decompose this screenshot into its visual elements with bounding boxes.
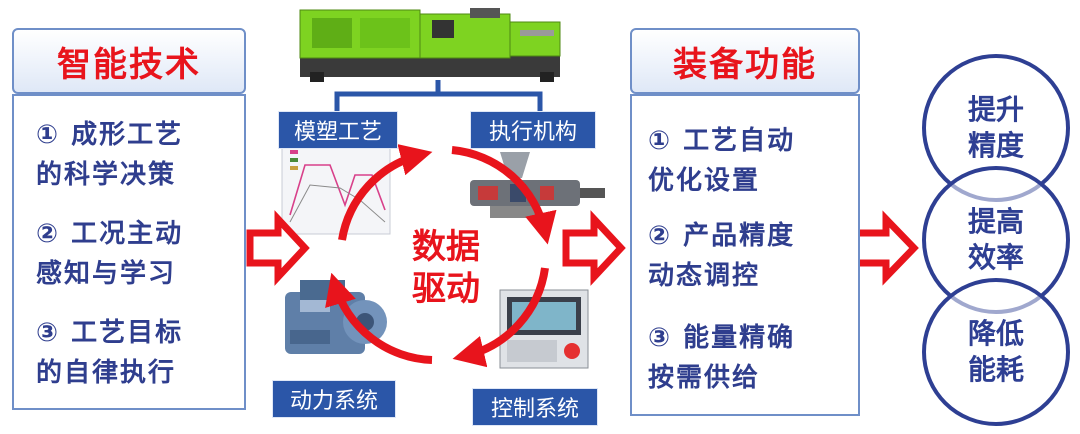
right-item-1-line2: 优化设置 bbox=[648, 166, 761, 196]
label-molding-process: 模塑工艺 bbox=[278, 111, 398, 149]
label-control-system: 控制系统 bbox=[472, 388, 598, 426]
flow-arrows bbox=[246, 210, 919, 286]
left-item-3-line2: 的自律执行 bbox=[36, 358, 177, 388]
outcome-1-line1: 提升 bbox=[967, 93, 1024, 126]
outcome-1-line2: 精度 bbox=[967, 129, 1024, 162]
cycle-arrow-top-right bbox=[451, 146, 557, 245]
left-panel bbox=[12, 94, 246, 410]
cycle-arrow-bottom-right bbox=[452, 267, 549, 368]
left-item-2-line2: 感知与学习 bbox=[36, 259, 177, 289]
core-line2: 驱动 bbox=[412, 269, 480, 309]
outcome-3-line1: 降低 bbox=[967, 317, 1024, 350]
left-item-1-line1: ① 成形工艺 bbox=[36, 120, 184, 150]
left-item-3-line1: ③ 工艺目标 bbox=[36, 318, 184, 348]
flow-arrow-1 bbox=[246, 210, 310, 286]
process-curve-chart bbox=[281, 141, 391, 235]
left-item-2-line1: ② 工况主动 bbox=[36, 219, 184, 249]
right-panel-title: 装备功能 bbox=[630, 28, 860, 94]
data-driven-core: 数据 驱动 bbox=[396, 226, 496, 310]
outcome-improve-efficiency: 提高效率 bbox=[922, 166, 1070, 314]
cycle-arrow-bottom-left bbox=[325, 272, 433, 364]
right-item-3-line1: ③ 能量精确 bbox=[648, 323, 796, 353]
label-power-system: 动力系统 bbox=[272, 380, 396, 418]
outcome-reduce-energy: 降低能耗 bbox=[922, 278, 1070, 426]
cycle-arrows bbox=[325, 144, 557, 368]
left-item-1: ① 成形工艺 的科学决策 bbox=[36, 115, 183, 195]
right-panel bbox=[630, 94, 860, 416]
core-line1: 数据 bbox=[412, 227, 480, 267]
cycle-arrow-top-left bbox=[338, 144, 433, 241]
bracket-connector bbox=[334, 80, 543, 118]
outcome-3-line2: 能耗 bbox=[967, 353, 1024, 386]
right-item-3-line2: 按需供给 bbox=[648, 363, 761, 393]
outcome-improve-precision: 提升精度 bbox=[922, 54, 1070, 202]
right-item-1: ① 工艺自动 优化设置 bbox=[648, 121, 795, 201]
outcome-2-line2: 效率 bbox=[967, 241, 1024, 274]
right-item-1-line1: ① 工艺自动 bbox=[648, 126, 796, 156]
label-actuator: 执行机构 bbox=[470, 111, 596, 149]
left-panel-title: 智能技术 bbox=[12, 28, 246, 94]
flow-arrow-3 bbox=[852, 210, 919, 286]
injection-machine-illustration bbox=[299, 8, 561, 82]
right-item-2-line2: 动态调控 bbox=[648, 261, 761, 291]
right-item-2-line1: ② 产品精度 bbox=[648, 221, 796, 251]
flow-arrow-2 bbox=[562, 210, 626, 286]
left-item-3: ③ 工艺目标 的自律执行 bbox=[36, 313, 183, 393]
right-item-3: ③ 能量精确 按需供给 bbox=[648, 318, 795, 398]
left-item-2: ② 工况主动 感知与学习 bbox=[36, 214, 183, 294]
right-item-2: ② 产品精度 动态调控 bbox=[648, 216, 795, 296]
left-item-1-line2: 的科学决策 bbox=[36, 160, 177, 190]
outcome-2-line1: 提高 bbox=[967, 205, 1024, 238]
